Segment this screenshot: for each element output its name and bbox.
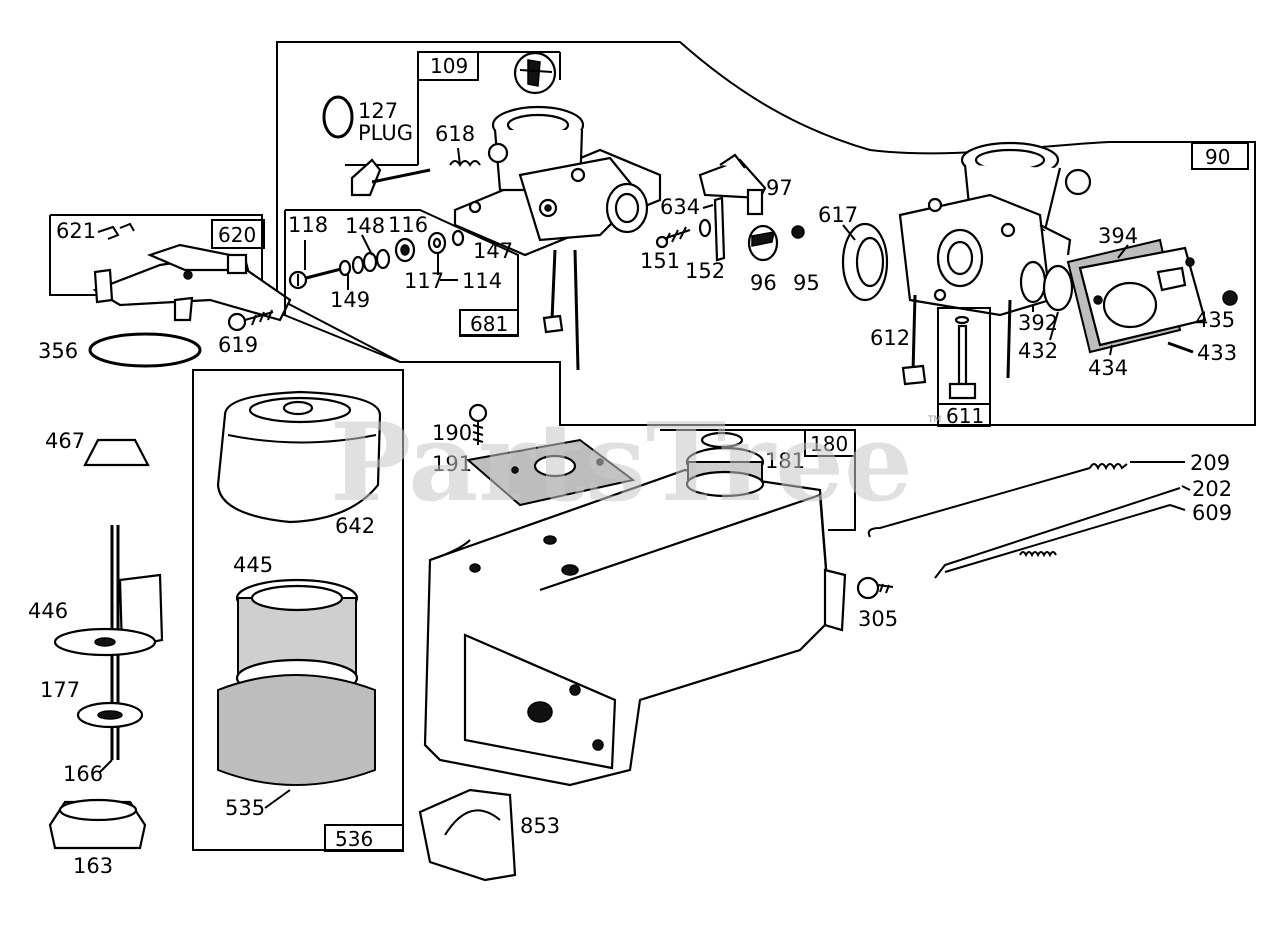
callout-90: 90 [1205, 145, 1230, 169]
box-620 [211, 219, 265, 249]
needle-valve-parts [288, 229, 465, 290]
box-681 [459, 309, 519, 337]
collar-467 [83, 438, 150, 467]
throttle-lever [350, 158, 431, 197]
callout-202: 202 [1192, 477, 1232, 501]
callout-634: 634 [660, 195, 700, 219]
callout-432: 432 [1018, 339, 1058, 363]
screw-95 [791, 225, 805, 239]
callout-127: 127 [358, 99, 398, 123]
fuel-cap-181 [685, 431, 765, 498]
screw-619 [227, 309, 274, 332]
choke-disc-96 [747, 224, 779, 262]
callout-642: 642 [335, 514, 375, 538]
callout-148: 148 [345, 214, 385, 238]
gasket-392 [1019, 260, 1047, 304]
choke-plate-97 [698, 153, 767, 216]
plug-127 [322, 95, 354, 139]
cover-434 [1078, 246, 1207, 347]
callout-190: 190 [432, 421, 472, 445]
callout-433: 433 [1197, 341, 1237, 365]
screw-190 [468, 403, 488, 445]
carburetor-group-outline [276, 41, 1256, 426]
bracket-853 [418, 788, 517, 882]
callout-535: 535 [225, 796, 265, 820]
callout-467: 467 [45, 429, 85, 453]
callout-445: 445 [233, 553, 273, 577]
callout-177: 177 [40, 678, 80, 702]
callout-392: 392 [1018, 311, 1058, 335]
callout-620: 620 [218, 223, 256, 247]
nut-305 [856, 576, 894, 600]
ring-356 [88, 332, 202, 368]
screw-435 [1222, 290, 1238, 306]
callout-166: 166 [63, 762, 103, 786]
callout-114: 114 [462, 269, 502, 293]
callout-180: 180 [810, 432, 848, 456]
watermark-text: PartsTree [330, 400, 913, 526]
box-611 [937, 307, 991, 427]
control-bracket-620 [92, 222, 292, 322]
callout-356: 356 [38, 339, 78, 363]
spring-618 [449, 147, 481, 167]
callout-394: 394 [1098, 224, 1138, 248]
cap-163 [48, 798, 147, 850]
choke-link-609 [944, 504, 1186, 573]
watermark-trademark: TM [927, 415, 941, 425]
callout-95: 95 [793, 271, 820, 295]
callout-96: 96 [750, 271, 777, 295]
callout-621: 621 [56, 219, 96, 243]
pre-cleaner-535 [217, 674, 376, 786]
callout-434: 434 [1088, 356, 1128, 380]
callout-446: 446 [28, 599, 68, 623]
dipstick-tube-446 [53, 525, 164, 760]
callout-612: 612 [870, 326, 910, 350]
callout-617: 617 [818, 203, 858, 227]
callout-118: 118 [288, 213, 328, 237]
callout-853: 853 [520, 814, 560, 838]
box-90 [1191, 142, 1249, 170]
fuel-tank-box-outline [660, 429, 856, 531]
callout-152: 152 [685, 259, 725, 283]
callout-147: 147 [473, 239, 513, 263]
carburetor-body-small [453, 105, 662, 371]
callout-149: 149 [330, 288, 370, 312]
diaphragm-432 [1042, 264, 1074, 312]
callout-97: 97 [766, 176, 793, 200]
callout-619: 619 [218, 333, 258, 357]
callout-611: 611 [946, 404, 984, 428]
callout-609: 609 [1192, 501, 1232, 525]
callout-209: 209 [1190, 451, 1230, 475]
carburetor-body-large [841, 141, 1092, 386]
throttle-dial-109 [513, 51, 557, 95]
box-180 [804, 429, 856, 457]
fuel-tank-180 [423, 468, 847, 787]
callout-618: 618 [435, 122, 475, 146]
governor-link-202 [934, 485, 1191, 579]
callout-536: 536 [335, 827, 373, 851]
callout-109: 109 [430, 54, 468, 78]
air-cleaner-cover-642 [216, 390, 382, 524]
governor-spring-209 [867, 461, 1185, 538]
callout-305: 305 [858, 607, 898, 631]
box-536-outline [192, 369, 404, 851]
callout-plug: PLUG [358, 121, 413, 145]
pin-433 [1167, 341, 1194, 354]
choke-shaft-152 [713, 196, 726, 262]
callout-681: 681 [470, 312, 508, 336]
callout-116: 116 [388, 213, 428, 237]
callout-163: 163 [73, 854, 113, 878]
box-109 [417, 51, 479, 81]
callout-181: 181 [765, 449, 805, 473]
bolt-611 [948, 315, 977, 400]
callout-191: 191 [432, 452, 472, 476]
callout-435: 435 [1195, 308, 1235, 332]
box-536 [324, 824, 404, 852]
callout-151: 151 [640, 249, 680, 273]
